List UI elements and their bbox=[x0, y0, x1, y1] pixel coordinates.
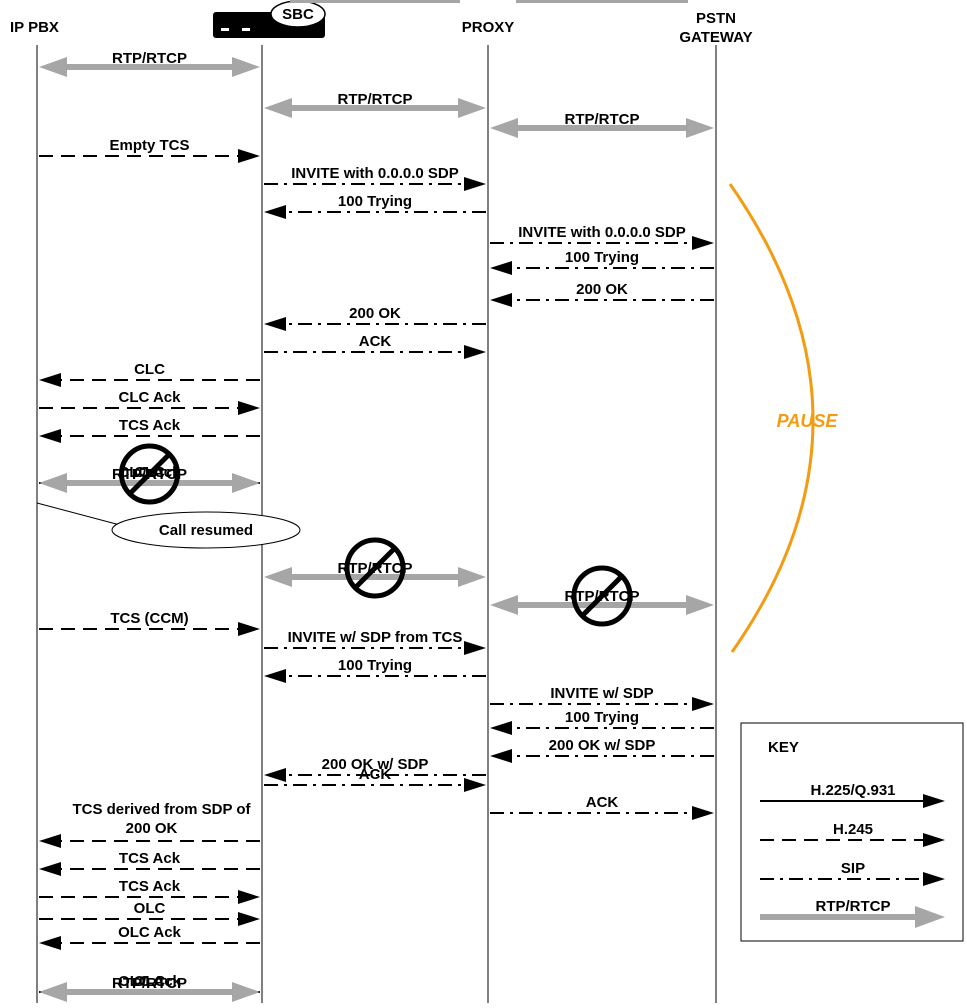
key-label-h245: H.245 bbox=[833, 821, 873, 838]
message-label-line2: 200 OK bbox=[126, 820, 178, 837]
sip-arrow bbox=[490, 697, 714, 711]
message-label: INVITE with 0.0.0.0 SDP bbox=[518, 224, 686, 241]
h245-arrow bbox=[39, 834, 260, 848]
h245-arrow bbox=[39, 401, 260, 415]
participant-proxy: PROXY bbox=[462, 19, 515, 36]
sip-arrow bbox=[264, 317, 486, 331]
message-label: 200 OK w/ SDP bbox=[322, 756, 429, 773]
message-label: OLC Ack bbox=[118, 973, 181, 990]
message-label: CLC Ack bbox=[119, 389, 182, 406]
sbc-device-icon bbox=[213, 0, 326, 38]
message-label: ACK bbox=[359, 766, 392, 783]
sip-arrow bbox=[490, 236, 714, 250]
message-label: INVITE w/ SDP from TCS bbox=[288, 629, 463, 646]
message-label: TCS (CCM) bbox=[110, 610, 188, 627]
message-label: ACK bbox=[586, 794, 619, 811]
sip-arrow bbox=[490, 749, 714, 763]
rtp-label: RTP/RTCP bbox=[338, 0, 413, 4]
key-label-h225: H.225/Q.931 bbox=[810, 782, 895, 799]
key-title: KEY bbox=[768, 739, 799, 756]
h245-arrow bbox=[39, 936, 260, 950]
h245-arrow bbox=[39, 149, 260, 163]
message-label: 100 Trying bbox=[565, 709, 639, 726]
key-h245-arrow bbox=[760, 833, 945, 847]
message-label: OLC bbox=[134, 900, 166, 917]
key-box bbox=[740, 722, 964, 942]
participant-pstn-gateway-line2: GATEWAY bbox=[679, 29, 752, 46]
no-rtp-icon bbox=[571, 565, 633, 627]
h245-arrow bbox=[39, 862, 260, 876]
key-label-rtp: RTP/RTCP bbox=[816, 898, 891, 915]
messages-group: RTP/RTCP RTP/RTCP RTP/RTCP Empty TCS INVITE … bbox=[39, 0, 714, 1002]
h245-arrow bbox=[39, 912, 260, 926]
message-label: 100 Trying bbox=[338, 193, 412, 210]
sip-arrow bbox=[264, 345, 486, 359]
message-label: TCS Ack bbox=[119, 878, 181, 895]
key-rtp-arrow bbox=[760, 906, 945, 928]
message-label: INVITE w/ SDP bbox=[550, 685, 653, 702]
rtp-arrow bbox=[39, 473, 260, 493]
message-label-line1: TCS derived from SDP of bbox=[72, 801, 251, 818]
sip-arrow bbox=[264, 205, 486, 219]
sip-arrow bbox=[490, 721, 714, 735]
rtp-label: RTP/RTCP bbox=[565, 111, 640, 128]
sip-arrow bbox=[490, 806, 714, 820]
rtp-arrow bbox=[490, 595, 714, 615]
h245-arrow bbox=[39, 373, 260, 387]
rtp-arrow bbox=[39, 982, 260, 1002]
no-rtp-icon bbox=[344, 537, 406, 599]
h245-arrow bbox=[39, 622, 260, 636]
rtp-arrow bbox=[264, 567, 486, 587]
message-label: TCS Ack bbox=[119, 850, 181, 867]
message-label: CLC bbox=[134, 361, 165, 378]
message-label: TCS Ack bbox=[119, 417, 181, 434]
message-label: ACK bbox=[359, 333, 392, 350]
message-label: Empty TCS bbox=[109, 137, 189, 154]
rtp-arrow bbox=[490, 118, 714, 138]
rtp-arrow bbox=[264, 98, 486, 118]
message-label: 100 Trying bbox=[338, 657, 412, 674]
callout-bubble bbox=[111, 511, 301, 549]
message-label: 200 OK w/ SDP bbox=[549, 737, 656, 754]
participant-ip-pbx: IP PBX bbox=[10, 19, 59, 36]
participant-pstn-gateway-line1: PSTN bbox=[696, 10, 736, 27]
sip-arrow bbox=[264, 778, 486, 792]
rtp-label: RTP/RTCP bbox=[565, 0, 640, 4]
sip-arrow bbox=[264, 768, 486, 782]
key-sip-arrow bbox=[760, 872, 945, 886]
rtp-label: RTP/RTCP bbox=[112, 975, 187, 992]
message-label: OLC Ack bbox=[118, 924, 181, 941]
message-label: 200 OK bbox=[349, 305, 401, 322]
callout-pointer bbox=[36, 502, 121, 526]
callout-label: Call resumed bbox=[159, 522, 253, 539]
sip-arrow bbox=[264, 177, 486, 191]
sip-arrow bbox=[490, 261, 714, 275]
message-label: INVITE with 0.0.0.0 SDP bbox=[291, 165, 459, 182]
sip-arrow bbox=[264, 641, 486, 655]
sip-arrow bbox=[490, 293, 714, 307]
pause-label: PAUSE bbox=[777, 411, 839, 431]
message-label: 100 Trying bbox=[565, 249, 639, 266]
sip-arrow bbox=[264, 669, 486, 683]
h245-arrow bbox=[39, 890, 260, 904]
key-label-sip: SIP bbox=[841, 860, 865, 877]
message-label: 200 OK bbox=[576, 281, 628, 298]
rtp-label: RTP/RTCP bbox=[338, 91, 413, 108]
pause-arc bbox=[728, 183, 815, 653]
participant-sbc: SBC bbox=[282, 6, 314, 23]
h245-arrow bbox=[39, 429, 260, 443]
message-label: OLC bbox=[134, 973, 166, 990]
rtp-label: RTP/RTCP bbox=[112, 50, 187, 67]
rtp-arrow bbox=[39, 57, 260, 77]
no-rtp-icon bbox=[119, 443, 180, 505]
key-h225-arrow bbox=[760, 794, 945, 808]
